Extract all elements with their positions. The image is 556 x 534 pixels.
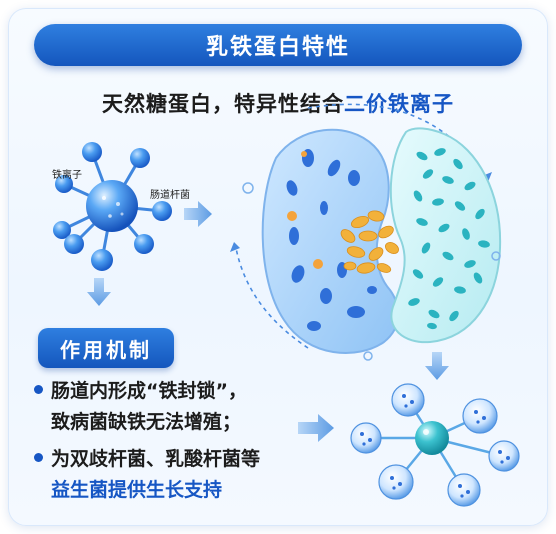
bullet-item-1: 肠道内形成“铁封锁”， 致病菌缺铁无法增殖； [34, 376, 247, 438]
arrow-right-network-icon [298, 414, 334, 442]
illustration [53, 103, 520, 507]
bullet-1-line-1: 肠道内形成“铁封锁”， [51, 380, 247, 402]
title-banner: 乳铁蛋白特性 [34, 24, 522, 66]
pathogen-cell-icon [261, 128, 400, 354]
probiotic-cell-icon [389, 127, 502, 344]
probiotic-network-icon [350, 383, 520, 507]
subtitle-highlight: 二价铁离子 [344, 92, 454, 116]
bullet-item-2: 为双歧杆菌、乳酸杆菌等 益生菌提供生长支持 [34, 444, 260, 506]
bacteria-label: 肠道杆菌 [150, 190, 190, 201]
mechanism-badge: 作用机制 [38, 328, 174, 368]
arrow-down-network-icon [425, 352, 449, 380]
arrow-down-icon [87, 278, 111, 306]
bubbles-icon [242, 182, 501, 361]
iron-ion-label: 铁离子 [52, 170, 82, 181]
infographic-card: 乳铁蛋白特性 天然糖蛋白，特异性结合二价铁离子 [8, 8, 548, 526]
subtitle: 天然糖蛋白，特异性结合二价铁离子 [8, 88, 548, 118]
mechanism-badge-label: 作用机制 [60, 337, 152, 362]
iron-cluster-icon [340, 210, 399, 274]
bullet-1-line-2: 致病菌缺铁无法增殖； [51, 411, 242, 433]
bullet-2-line-1: 为双歧杆菌、乳酸杆菌等 [51, 448, 261, 470]
arrow-right-icon [184, 201, 212, 227]
lactoferrin-molecule-icon [53, 142, 172, 271]
bullet-dot-icon [34, 385, 43, 394]
bullet-dot-icon [34, 453, 43, 462]
page-title: 乳铁蛋白特性 [205, 35, 350, 60]
bullet-2-line-2: 益生菌提供生长支持 [51, 479, 223, 501]
subtitle-main: 天然糖蛋白，特异性结合 [102, 92, 344, 116]
